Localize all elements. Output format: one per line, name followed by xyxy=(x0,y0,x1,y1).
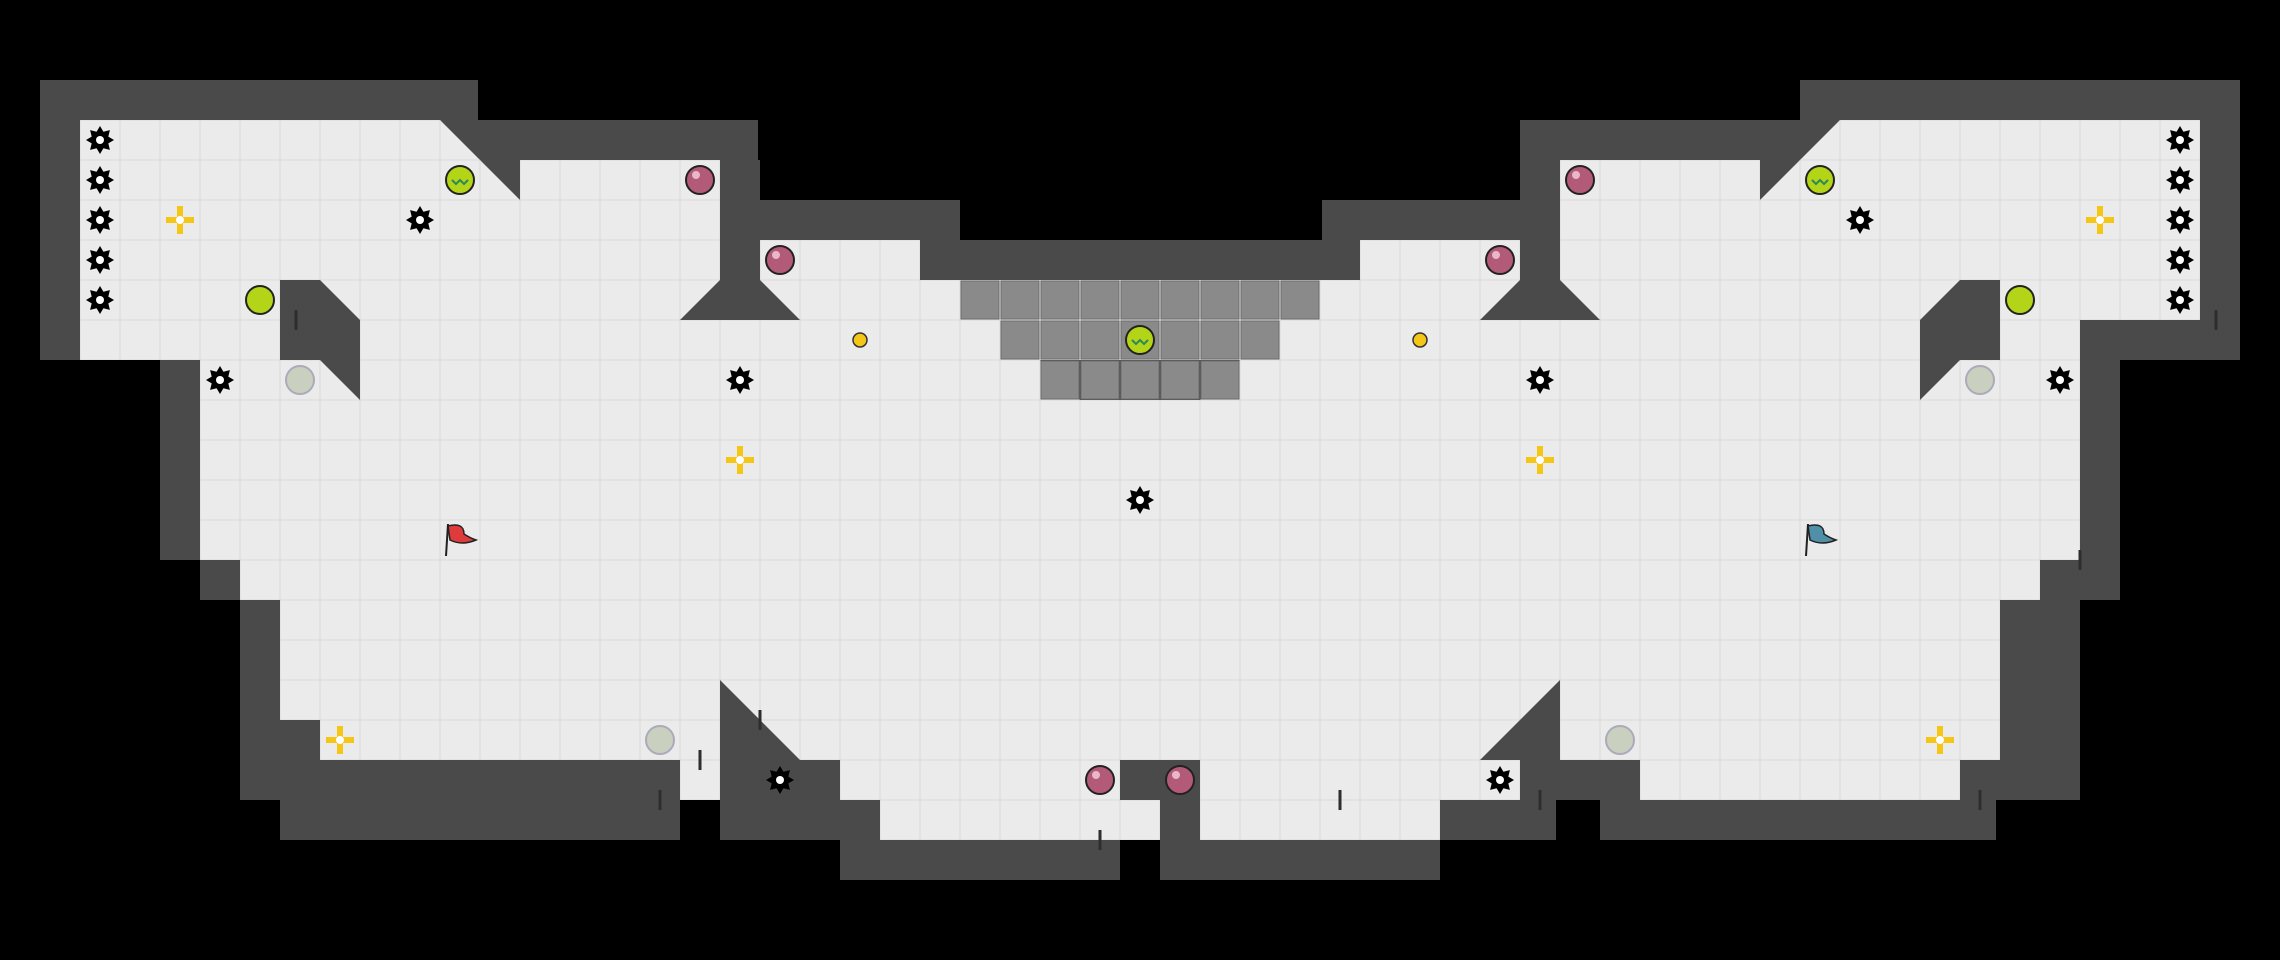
wall-block xyxy=(1920,280,2000,400)
spike-icon xyxy=(86,246,114,274)
speed-tile xyxy=(1080,280,1120,320)
spike-icon xyxy=(206,366,234,394)
wall-notch xyxy=(294,310,298,330)
wall-block xyxy=(1120,760,1160,800)
spike-icon xyxy=(2166,286,2194,314)
marker-icon xyxy=(852,332,868,348)
speed-tile xyxy=(1080,360,1120,400)
speed-tile xyxy=(1120,280,1160,320)
spike-icon xyxy=(1526,366,1554,394)
spike-icon xyxy=(86,286,114,314)
powerup-icon xyxy=(685,165,715,195)
boost-icon xyxy=(1526,446,1554,474)
spike-icon xyxy=(1486,766,1514,794)
speed-tile xyxy=(1040,360,1080,400)
speed-tile xyxy=(1200,320,1240,360)
boost-icon xyxy=(2086,206,2114,234)
speed-tile xyxy=(1120,360,1160,400)
boost-icon xyxy=(1926,726,1954,754)
wall-notch xyxy=(758,710,762,730)
speed-tile xyxy=(1000,320,1040,360)
bomb-icon xyxy=(1965,365,1995,395)
speed-tile xyxy=(1040,280,1080,320)
spike-icon xyxy=(766,766,794,794)
wall-notch xyxy=(1338,790,1342,810)
speed-tile xyxy=(1200,360,1240,400)
speed-tile xyxy=(1280,280,1320,320)
spike-icon xyxy=(1846,206,1874,234)
speed-tile xyxy=(1240,320,1280,360)
speed-tile xyxy=(1160,320,1200,360)
red-flag-icon xyxy=(445,523,479,557)
portal-icon xyxy=(245,285,275,315)
powerup-icon xyxy=(1165,765,1195,795)
spike-icon xyxy=(2166,166,2194,194)
juke-juice-icon xyxy=(1805,165,1835,195)
spike-icon xyxy=(2166,246,2194,274)
powerup-icon xyxy=(1565,165,1595,195)
wall-block xyxy=(280,280,360,400)
speed-tile xyxy=(1000,280,1040,320)
speed-tile xyxy=(960,280,1000,320)
wall-block xyxy=(680,160,800,320)
juke-juice-icon xyxy=(1125,325,1155,355)
spike-icon xyxy=(86,166,114,194)
portal-icon xyxy=(2005,285,2035,315)
wall-block xyxy=(720,680,800,800)
boost-icon xyxy=(166,206,194,234)
spike-icon xyxy=(86,206,114,234)
marker-icon xyxy=(1412,332,1428,348)
powerup-icon xyxy=(1485,245,1515,275)
spike-icon xyxy=(1126,486,1154,514)
wall-notch xyxy=(1538,790,1542,810)
wall-notch xyxy=(2078,550,2082,570)
wall-notch xyxy=(2214,310,2218,330)
bomb-icon xyxy=(645,725,675,755)
powerup-icon xyxy=(765,245,795,275)
wall-notch xyxy=(698,750,702,770)
wall-block xyxy=(1480,680,1560,800)
juke-juice-icon xyxy=(445,165,475,195)
speed-tile xyxy=(1160,280,1200,320)
spike-icon xyxy=(2166,206,2194,234)
wall-notch xyxy=(1978,790,1982,810)
wall-notch xyxy=(658,790,662,810)
spike-icon xyxy=(726,366,754,394)
spike-icon xyxy=(406,206,434,234)
bomb-icon xyxy=(285,365,315,395)
blue-flag-icon xyxy=(1805,523,1839,557)
speed-tile xyxy=(1200,280,1240,320)
speed-tile xyxy=(1040,320,1080,360)
spike-icon xyxy=(2046,366,2074,394)
spike-icon xyxy=(2166,126,2194,154)
spike-icon xyxy=(86,126,114,154)
boost-icon xyxy=(326,726,354,754)
bomb-icon xyxy=(1605,725,1635,755)
speed-tile xyxy=(1240,280,1280,320)
speed-tile xyxy=(1080,320,1120,360)
wall-block xyxy=(1480,160,1600,320)
wall-notch xyxy=(1098,830,1102,850)
powerup-icon xyxy=(1085,765,1115,795)
speed-tile xyxy=(1160,360,1200,400)
speed-tiles xyxy=(960,280,1320,400)
boost-icon xyxy=(726,446,754,474)
